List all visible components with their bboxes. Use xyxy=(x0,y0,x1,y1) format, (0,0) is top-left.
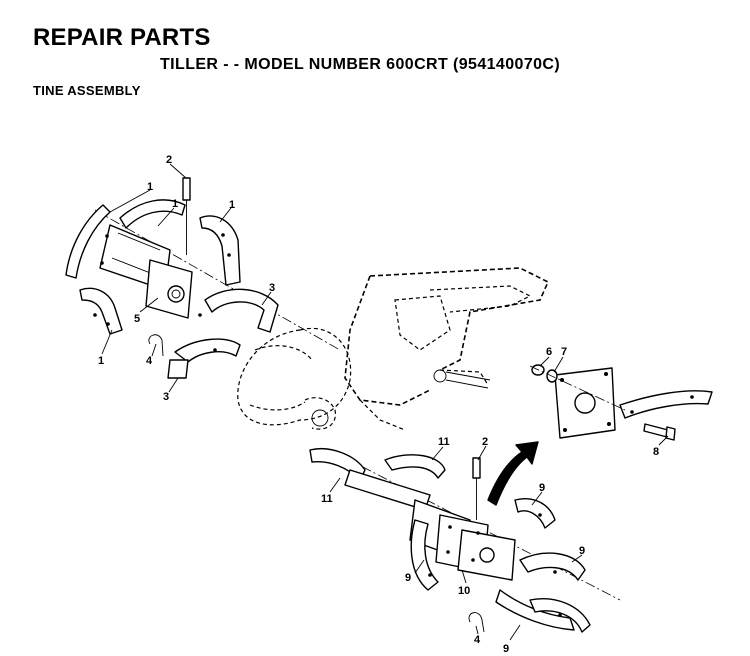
callout-1: 1 xyxy=(229,199,235,211)
callout-1: 1 xyxy=(98,355,104,367)
callout-11: 11 xyxy=(438,436,450,448)
right-side-hardware xyxy=(529,364,713,441)
callout-8: 8 xyxy=(653,446,659,458)
callout-2: 2 xyxy=(166,154,172,166)
callout-11: 11 xyxy=(321,493,333,505)
callout-9: 9 xyxy=(539,482,545,494)
callout-9: 9 xyxy=(405,572,411,584)
left-tine-assembly xyxy=(65,177,341,379)
callout-7: 7 xyxy=(561,346,567,358)
callout-3: 3 xyxy=(269,282,275,294)
model-subtitle: TILLER - - MODEL NUMBER 600CRT (95414007… xyxy=(160,56,561,73)
callout-9: 9 xyxy=(503,643,509,655)
callout-9: 9 xyxy=(579,545,585,557)
callout-5: 5 xyxy=(134,313,140,325)
page-title: REPAIR PARTS xyxy=(33,24,211,51)
section-title: TINE ASSEMBLY xyxy=(33,83,141,98)
tiller-body-outline xyxy=(237,267,550,431)
lower-tine-assembly xyxy=(309,441,621,633)
callout-2: 2 xyxy=(482,436,488,448)
callout-6: 6 xyxy=(546,346,552,358)
callout-1: 1 xyxy=(172,198,178,210)
callout-4: 4 xyxy=(146,355,153,367)
callout-labels: 1 1 1 1 2 2 3 3 4 4 5 6 7 8 9 9 9 9 10 1… xyxy=(98,154,659,655)
callout-3: 3 xyxy=(163,391,169,403)
callout-10: 10 xyxy=(458,585,470,597)
leader-lines xyxy=(101,163,669,641)
callout-4: 4 xyxy=(474,634,481,646)
callout-1: 1 xyxy=(147,181,153,193)
